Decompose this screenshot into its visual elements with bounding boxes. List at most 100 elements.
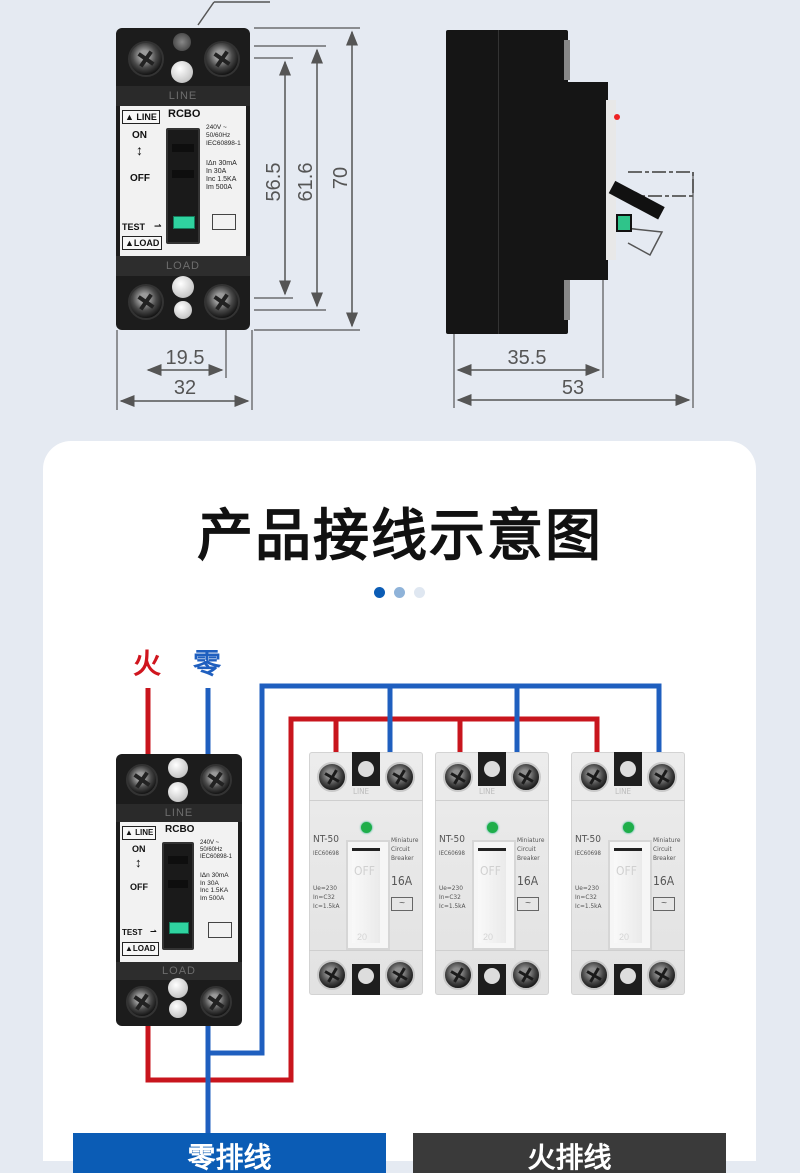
standard-label: IEC60698	[313, 850, 339, 857]
live-bus-wire	[145, 716, 600, 1083]
lever-off-text: OFF	[480, 864, 501, 878]
release-button	[168, 978, 188, 998]
circuit-schematic-icon	[212, 214, 236, 230]
model-label: NT-50	[575, 834, 601, 845]
off-label: OFF	[130, 173, 150, 184]
status-led-icon	[361, 822, 372, 833]
release-button	[172, 276, 194, 298]
rating-label: 16A	[653, 874, 675, 888]
line-marker: ▲ LINE	[122, 826, 157, 840]
tab-neutral-bar[interactable]: 零排线	[73, 1133, 386, 1173]
dim-53-label: 53	[562, 377, 584, 399]
din-clip	[478, 964, 506, 995]
description: Miniature Circuit Breaker	[391, 836, 419, 862]
lever-number: 20	[357, 932, 368, 942]
dimension-lines: 56.5 61.6 70 19.5 32 35.5 53	[116, 1, 694, 410]
spec-lines: Ue=230 In=C32 Ic=1.5kA	[575, 884, 602, 910]
terminal-hole-icon	[169, 1000, 187, 1018]
screw-icon	[443, 960, 473, 990]
screw-icon	[579, 762, 609, 792]
status-led-icon	[487, 822, 498, 833]
load-terminals	[116, 274, 250, 330]
ratings: IΔn 30mA In 30A Inc 1.5KA Im 500A	[200, 872, 229, 902]
line-band: LINE	[116, 804, 242, 822]
neutral-bus-wire	[208, 683, 662, 1056]
live-label: 火	[133, 647, 162, 680]
page-dot-1[interactable]	[374, 587, 385, 598]
dim-70-label: 70	[330, 167, 352, 189]
line-terminals	[116, 754, 242, 810]
rating-label: 16A	[391, 874, 413, 888]
dim-32-label: 32	[174, 377, 196, 399]
screw-icon	[647, 762, 677, 792]
din-clip	[352, 964, 380, 995]
standard-label: IEC60698	[439, 850, 465, 857]
description: Miniature Circuit Breaker	[653, 836, 681, 862]
breaker-lever[interactable]	[478, 848, 506, 943]
spec-lines: Ue=230 In=C32 Ic=1.5kA	[439, 884, 466, 910]
tab-live-bar[interactable]: 火排线	[413, 1133, 726, 1173]
dim-61-6-label: 61.6	[295, 163, 317, 202]
ac-symbol-icon: ~	[391, 897, 413, 911]
screw-icon	[200, 764, 232, 796]
side-front-step	[566, 82, 608, 280]
screw-icon	[126, 986, 158, 1018]
test-arrow-icon: ⇀	[150, 927, 157, 936]
line-band: LINE	[116, 86, 250, 106]
din-clip	[614, 752, 642, 786]
screw-icon	[385, 960, 415, 990]
screw-icon	[128, 41, 164, 77]
lever-off-text: OFF	[354, 864, 375, 878]
release-button	[171, 61, 193, 83]
screw-icon	[126, 764, 158, 796]
model-label: NT-50	[439, 834, 465, 845]
dim-56-5-label: 56.5	[263, 163, 285, 202]
line-marker: ▲ LINE	[122, 110, 160, 124]
test-button	[169, 922, 189, 934]
on-label: ON	[132, 130, 147, 141]
screw-icon	[174, 301, 192, 319]
breaker-lever[interactable]	[614, 848, 642, 943]
lever-number: 20	[619, 932, 630, 942]
pagination-dots	[374, 587, 425, 598]
ac-symbol-icon: ~	[517, 897, 539, 911]
breaker-lever[interactable]	[352, 848, 380, 943]
rcbo-type: RCBO	[168, 108, 201, 120]
dim-35-5-label: 35.5	[508, 347, 547, 369]
load-band: LOAD	[116, 962, 242, 980]
screw-icon	[128, 284, 164, 320]
branch-breaker-1: LINE NT-50 IEC60698 Ue=230 In=C32 Ic=1.5…	[309, 752, 423, 995]
terminal-hole-icon	[168, 758, 188, 778]
test-label: TEST	[122, 222, 146, 232]
page-dot-3[interactable]	[414, 587, 425, 598]
din-clip	[614, 964, 642, 995]
rcbo-front-view: LINE ▲ LINE RCBO ON ↕ OFF TEST ⇀ ▲LOAD 2…	[116, 28, 250, 330]
screw-icon	[443, 762, 473, 792]
page-dot-2[interactable]	[394, 587, 405, 598]
test-label: TEST	[122, 928, 143, 937]
wiring-title: 产品接线示意图	[197, 504, 603, 569]
load-band: LOAD	[116, 256, 250, 276]
din-clip	[478, 752, 506, 786]
standard-label: IEC60698	[575, 850, 601, 857]
lever-off-text: OFF	[616, 864, 637, 878]
line-label: LINE	[479, 787, 496, 796]
updown-arrow-icon: ↕	[136, 142, 143, 158]
ac-symbol-icon: ~	[653, 897, 675, 911]
status-led-icon	[623, 822, 634, 833]
screw-icon	[579, 960, 609, 990]
rcbo-handle	[162, 842, 194, 950]
description: Miniature Circuit Breaker	[517, 836, 545, 862]
spec-lines: Ue=230 In=C32 Ic=1.5kA	[313, 884, 340, 910]
din-clip	[352, 752, 380, 786]
updown-arrow-icon: ↕	[135, 855, 142, 870]
release-button	[168, 782, 188, 802]
wiring-lines	[145, 683, 662, 1145]
indicator-icon	[614, 114, 620, 120]
rcbo-type: RCBO	[165, 824, 195, 835]
spec-lines: 240V ~ 50/60Hz IEC60898-1	[206, 124, 241, 147]
circuit-schematic-icon	[208, 922, 232, 938]
spec-lines: 240V ~ 50/60Hz IEC60898-1	[200, 840, 233, 860]
main-rcbo: LINE ▲ LINE RCBO ON ↕ OFF TEST ⇀ ▲LOAD 2…	[116, 754, 242, 1026]
test-arrow-icon: ⇀	[154, 221, 162, 231]
